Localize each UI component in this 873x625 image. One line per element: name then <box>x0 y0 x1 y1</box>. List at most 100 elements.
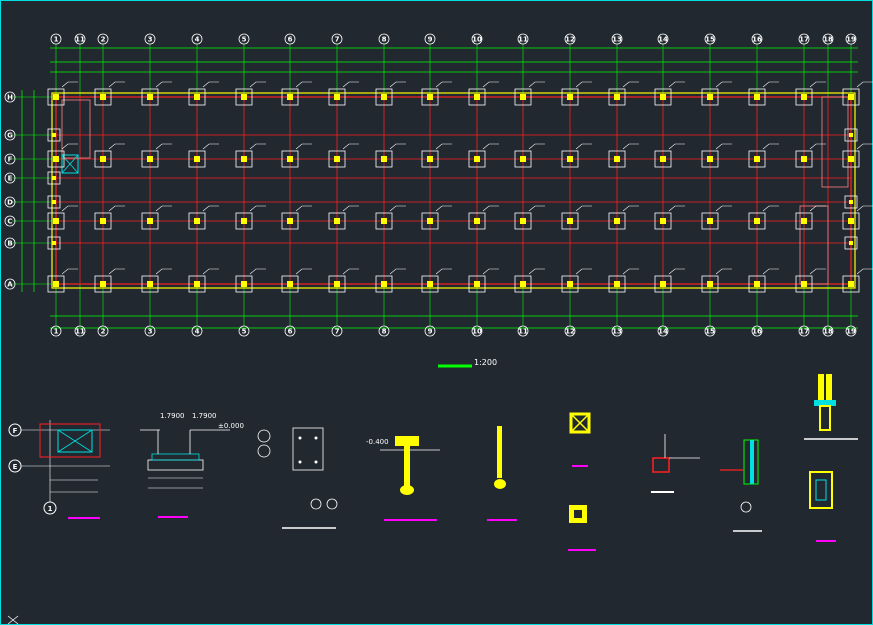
pad-leader <box>295 205 312 212</box>
column-pad <box>468 150 486 168</box>
axis-label-bottom: 4 <box>195 328 200 336</box>
column <box>614 156 620 162</box>
column <box>614 281 620 287</box>
axis-label-row: F <box>8 156 13 164</box>
axis-label-top: 1 <box>54 36 59 44</box>
column <box>427 218 433 224</box>
column <box>848 218 854 224</box>
column-pad <box>561 275 579 293</box>
column <box>287 281 293 287</box>
stair-zone <box>799 205 829 285</box>
pad-leader <box>762 268 779 275</box>
axis-bubble <box>517 325 529 337</box>
column-pad <box>328 212 346 230</box>
column-pad <box>561 212 579 230</box>
axis-label-bottom: 8 <box>382 328 387 336</box>
elevation-zero: ±0.000 <box>218 422 244 430</box>
pad-leader <box>389 205 406 212</box>
axis-label-top: 6 <box>288 36 293 44</box>
pad-leader <box>668 143 685 150</box>
column-pad <box>47 236 61 250</box>
column-pad <box>94 275 112 293</box>
column <box>801 94 807 100</box>
axis-bubble <box>564 33 576 45</box>
axis-bubble <box>471 33 483 45</box>
column <box>520 281 526 287</box>
pad-leader <box>856 143 873 150</box>
pad-leader <box>342 268 359 275</box>
axis-bubble <box>751 33 763 45</box>
column <box>287 156 293 162</box>
axis-label-bottom: 18 <box>823 328 833 336</box>
column <box>801 218 807 224</box>
column <box>52 200 56 204</box>
pad-leader <box>342 143 359 150</box>
pad-leader <box>202 143 219 150</box>
column-pad <box>47 150 65 168</box>
column <box>474 94 480 100</box>
axis-bubble <box>50 325 62 337</box>
pad-leader <box>61 81 78 88</box>
axis-label-row: B <box>7 240 12 248</box>
axis-bubble <box>74 325 86 337</box>
column <box>427 156 433 162</box>
column <box>53 94 59 100</box>
column-pad <box>795 212 813 230</box>
pad-leader <box>202 268 219 275</box>
column <box>194 94 200 100</box>
pad-leader <box>482 268 499 275</box>
detail-pile-cap: F E 1 <box>8 420 110 519</box>
column <box>53 156 59 162</box>
pad-leader <box>295 143 312 150</box>
axis-label-top: 15 <box>705 36 715 44</box>
axis-bubble <box>798 325 810 337</box>
pad-leader <box>435 205 452 212</box>
axis-label-bottom: 12 <box>565 328 575 336</box>
column-pad <box>235 275 253 293</box>
column-pad <box>514 275 532 293</box>
column-pad <box>468 212 486 230</box>
pad-leader <box>155 81 172 88</box>
column-pad <box>748 275 766 293</box>
column-pad <box>654 88 672 106</box>
column <box>427 281 433 287</box>
column <box>52 176 56 180</box>
detail-foundation-section: 1.7900 1.7900 ±0.000 <box>140 412 244 518</box>
axis-label-top: 11 <box>75 36 85 44</box>
pad-leader <box>856 268 873 275</box>
column <box>848 281 854 287</box>
column <box>53 281 59 287</box>
column-pad <box>608 88 626 106</box>
column <box>427 94 433 100</box>
axis-bubble <box>238 325 250 337</box>
column-pad <box>421 275 439 293</box>
column <box>754 281 760 287</box>
axis-label-top: 10 <box>472 36 482 44</box>
axis-bubble <box>378 325 390 337</box>
column-pad <box>188 88 206 106</box>
column-pad <box>188 150 206 168</box>
axis-bubble <box>657 33 669 45</box>
pad-leader <box>482 205 499 212</box>
column-pad <box>47 88 65 106</box>
column-pad <box>141 212 159 230</box>
column <box>381 281 387 287</box>
pad-leader <box>108 143 125 150</box>
column-pad <box>328 150 346 168</box>
column-pad <box>654 150 672 168</box>
detail-column-sections <box>568 412 596 551</box>
column-pad <box>47 171 61 185</box>
shaft-box <box>61 154 79 174</box>
column <box>567 218 573 224</box>
column-pad <box>608 275 626 293</box>
section-tag-2: 1.7900 <box>192 412 217 420</box>
axis-label-bottom: 14 <box>658 328 668 336</box>
detail-base-plate <box>257 427 338 529</box>
column <box>614 94 620 100</box>
axis-bubble <box>144 325 156 337</box>
axis-label-top: 11 <box>518 36 528 44</box>
column <box>52 133 56 137</box>
axis-bubble <box>424 33 436 45</box>
section-tag-1: 1.7900 <box>160 412 185 420</box>
axis-bubble <box>191 33 203 45</box>
